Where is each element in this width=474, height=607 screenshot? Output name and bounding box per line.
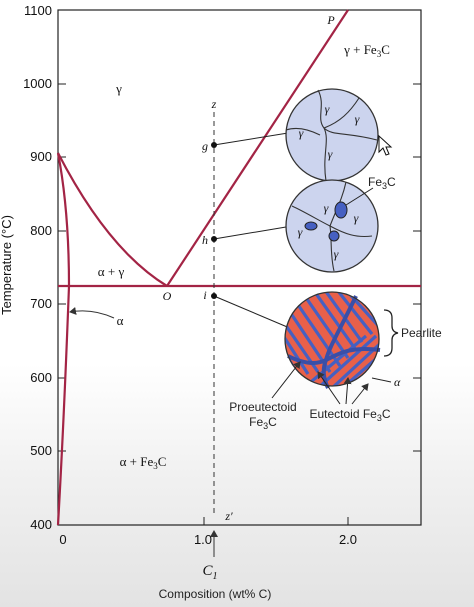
point-i	[211, 293, 217, 299]
point-h	[211, 236, 217, 242]
point-z-prime-label: z′	[224, 509, 233, 523]
y-tick-700: 700	[30, 296, 52, 311]
point-o-label: O	[163, 289, 172, 303]
y-tick-1000: 1000	[23, 76, 52, 91]
grain-g-1: γ	[299, 126, 304, 140]
grain-h-3: γ	[354, 211, 359, 225]
eutectoid-leader-1	[317, 371, 341, 405]
grain-g-2: γ	[325, 102, 330, 116]
point-g-label: g	[202, 139, 208, 153]
grain-h-4: γ	[334, 247, 339, 261]
y-tick-900: 900	[30, 149, 52, 164]
y-tick-1100: 1100	[24, 3, 52, 18]
alpha-pearlite-label: α	[394, 375, 401, 389]
region-alpha-gamma: α + γ	[98, 264, 125, 279]
plot-frame	[57, 9, 422, 526]
eutectoid-leader-3	[351, 383, 369, 405]
y-tick-600: 600	[30, 370, 52, 385]
microstructure-h: γ γ γ γ Fe3C	[285, 175, 396, 273]
leader-h	[213, 226, 287, 240]
microstructure-i	[284, 291, 381, 389]
eutectoid-label: Eutectoid Fe3C	[309, 407, 390, 423]
cementite-particle	[334, 201, 348, 219]
leader-i	[213, 295, 293, 330]
proeutectoid-label-2: Fe3C	[249, 415, 277, 431]
leader-g	[213, 132, 289, 146]
y-tick-500: 500	[30, 443, 52, 458]
region-alpha-fe3c: α + Fe3C	[120, 454, 167, 471]
point-z-label: z	[211, 97, 217, 111]
region-alpha: α	[117, 313, 124, 328]
x-tick-2: 2.0	[339, 532, 357, 547]
c1-label: C1	[202, 563, 217, 582]
y-axis-title: Temperature (°C)	[0, 215, 14, 315]
y-tick-400: 400	[30, 517, 52, 532]
alpha-solvus-boundary	[56, 152, 71, 287]
y-tick-800: 800	[30, 223, 52, 238]
gamma-alpha-gamma-boundary	[57, 152, 168, 287]
grain-h-1: γ	[298, 225, 303, 239]
microstructure-g: γ γ γ γ	[285, 88, 379, 182]
point-h-label: h	[202, 233, 208, 247]
alpha-lower-boundary	[56, 285, 71, 526]
pearlite-brace	[383, 309, 399, 357]
x-tick-0: 0	[59, 532, 66, 547]
point-i-label: i	[203, 288, 206, 302]
gamma-fe3c-boundary	[166, 9, 349, 287]
proeutectoid-leader	[271, 361, 301, 399]
fe3c-leader	[345, 187, 374, 206]
proeutectoid-label-1: Proeutectoid	[229, 400, 296, 414]
point-g	[211, 142, 217, 148]
y-axis: 400 500 600 700 800 900 1000 1100 Temper…	[0, 3, 421, 532]
mouse-cursor-icon	[378, 134, 393, 156]
x-tick-1: 1.0	[194, 532, 212, 547]
x-axis-title: Composition (wt% C)	[159, 587, 272, 601]
cementite-particle	[328, 230, 340, 242]
point-p-label: P	[326, 13, 335, 27]
grain-g-4: γ	[328, 147, 333, 161]
alpha-callout-arrow	[69, 306, 115, 319]
region-gamma-fe3c: γ + Fe3C	[343, 42, 390, 59]
grain-g-3: γ	[355, 112, 360, 126]
eutectoid-leader-2	[343, 377, 352, 405]
fe3c-label: Fe3C	[368, 175, 396, 191]
alpha-pearlite-leader	[371, 377, 392, 383]
cementite-particle	[304, 221, 318, 231]
region-gamma: γ	[115, 81, 122, 96]
phase-boundaries	[56, 9, 421, 526]
grain-h-2: γ	[324, 201, 329, 215]
x-axis: 0 1.0 2.0 Composition (wt% C)	[59, 517, 357, 601]
pearlite-label: Pearlite	[401, 326, 442, 340]
